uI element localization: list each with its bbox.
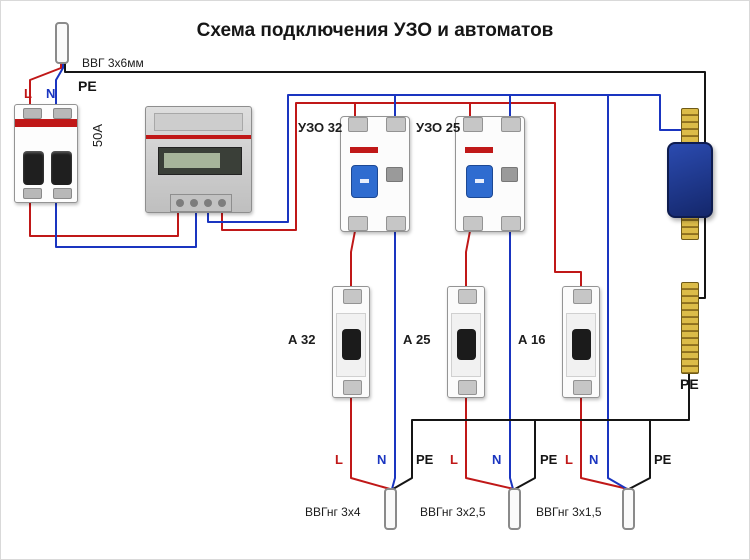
wire-l-brk1-out	[350, 396, 391, 490]
terminal-cap	[343, 289, 362, 304]
wire-pe-input-to-bus	[64, 59, 706, 299]
breaker-toggle	[457, 329, 476, 360]
terminal-cap	[573, 380, 592, 395]
terminal-cap	[348, 216, 368, 231]
rcd-device-1	[340, 116, 410, 232]
output2-n-label: N	[492, 452, 502, 467]
wire-n-breaker-to-meter	[55, 202, 197, 248]
breaker-device-2	[447, 286, 485, 398]
output-cable-1	[384, 488, 397, 530]
wire-pe-bus-to-cable1	[392, 370, 690, 490]
meter-lcd	[164, 153, 220, 168]
terminal-cap	[458, 380, 477, 395]
wire-l-brk2-out	[465, 396, 515, 490]
meter-terminal-block	[170, 194, 232, 212]
breaker-device-1	[332, 286, 370, 398]
rcd-test-button	[501, 167, 518, 182]
wire-l-brk3-out	[580, 396, 629, 490]
rcd-test-button	[386, 167, 403, 182]
terminal-cap	[463, 216, 483, 231]
brand-stripe	[15, 119, 77, 127]
terminal-cap	[573, 289, 592, 304]
terminal-cap	[458, 289, 477, 304]
input-pe-label: PE	[78, 78, 97, 94]
terminal-screw	[53, 108, 72, 119]
rcd-label-2: УЗО 25	[416, 120, 461, 135]
wire-n-meter-to-rail	[207, 94, 683, 223]
output2-l-label: L	[450, 452, 458, 467]
bus-mount-handle	[667, 142, 713, 218]
wire-pe-branch-cable2	[514, 419, 536, 490]
breaker-label-2: А 25	[403, 332, 431, 347]
output-cable-3	[622, 488, 635, 530]
wire-n-group3-out	[607, 94, 628, 490]
terminal-cap	[386, 216, 406, 231]
input-cable	[55, 22, 69, 64]
terminal-screw	[53, 188, 72, 199]
output1-l-label: L	[335, 452, 343, 467]
breaker-toggle	[51, 151, 72, 185]
meter-display	[158, 147, 242, 175]
brand-stripe	[465, 147, 493, 153]
wire-l-rcd2-to-brk2	[465, 230, 471, 288]
input-l-label: L	[24, 86, 32, 101]
pe-bus-bar	[681, 282, 699, 374]
breaker-label-3: А 16	[518, 332, 546, 347]
output1-pe-label: PE	[416, 452, 434, 467]
meter-nameplate	[154, 113, 243, 131]
wire-n-rcd1-out	[391, 230, 396, 490]
output-cable-label-2: ВВГнг 3х2,5	[420, 505, 486, 519]
terminal-cap	[343, 380, 362, 395]
output-cable-2	[508, 488, 521, 530]
terminal-cap	[463, 117, 483, 132]
input-cable-label: ВВГ 3х6мм	[82, 56, 144, 70]
pe-bus-label: PE	[680, 376, 699, 392]
brand-stripe	[350, 147, 378, 153]
electricity-meter	[145, 106, 252, 213]
output3-pe-label: PE	[654, 452, 672, 467]
breaker-label-1: А 32	[288, 332, 316, 347]
wire-n-rcd2-out	[509, 230, 514, 490]
terminal-screw	[23, 188, 42, 199]
wire-l-input	[29, 59, 62, 107]
wire-n-input	[55, 59, 64, 107]
terminal-cap	[386, 117, 406, 132]
output1-n-label: N	[377, 452, 387, 467]
output3-n-label: N	[589, 452, 599, 467]
breaker-toggle	[23, 151, 44, 185]
output3-l-label: L	[565, 452, 573, 467]
wire-l-breaker-to-meter	[29, 202, 179, 237]
terminal-screw	[23, 108, 42, 119]
brand-stripe	[146, 135, 251, 139]
output2-pe-label: PE	[540, 452, 558, 467]
page-title: Схема подключения УЗО и автоматов	[196, 20, 554, 41]
terminal-cap	[501, 117, 521, 132]
main-breaker-device	[14, 104, 78, 203]
breaker-toggle	[572, 329, 591, 360]
terminal-cap	[501, 216, 521, 231]
breaker-toggle	[342, 329, 361, 360]
wire-l-rcd1-to-brk1	[350, 230, 356, 288]
rcd-label-1: УЗО 32	[298, 120, 343, 135]
breaker-device-3	[562, 286, 600, 398]
output-cable-label-3: ВВГнг 3х1,5	[536, 505, 602, 519]
rcd-toggle	[351, 165, 378, 198]
terminal-cap	[348, 117, 368, 132]
wire-pe-branch-cable3	[628, 419, 651, 490]
output-cable-label-1: ВВГнг 3х4	[305, 505, 361, 519]
wire-l-meter-to-rail	[221, 102, 582, 288]
rcd-device-2	[455, 116, 525, 232]
input-n-label: N	[46, 86, 56, 101]
rcd-toggle	[466, 165, 493, 198]
main-breaker-rating: 50А	[90, 124, 105, 148]
